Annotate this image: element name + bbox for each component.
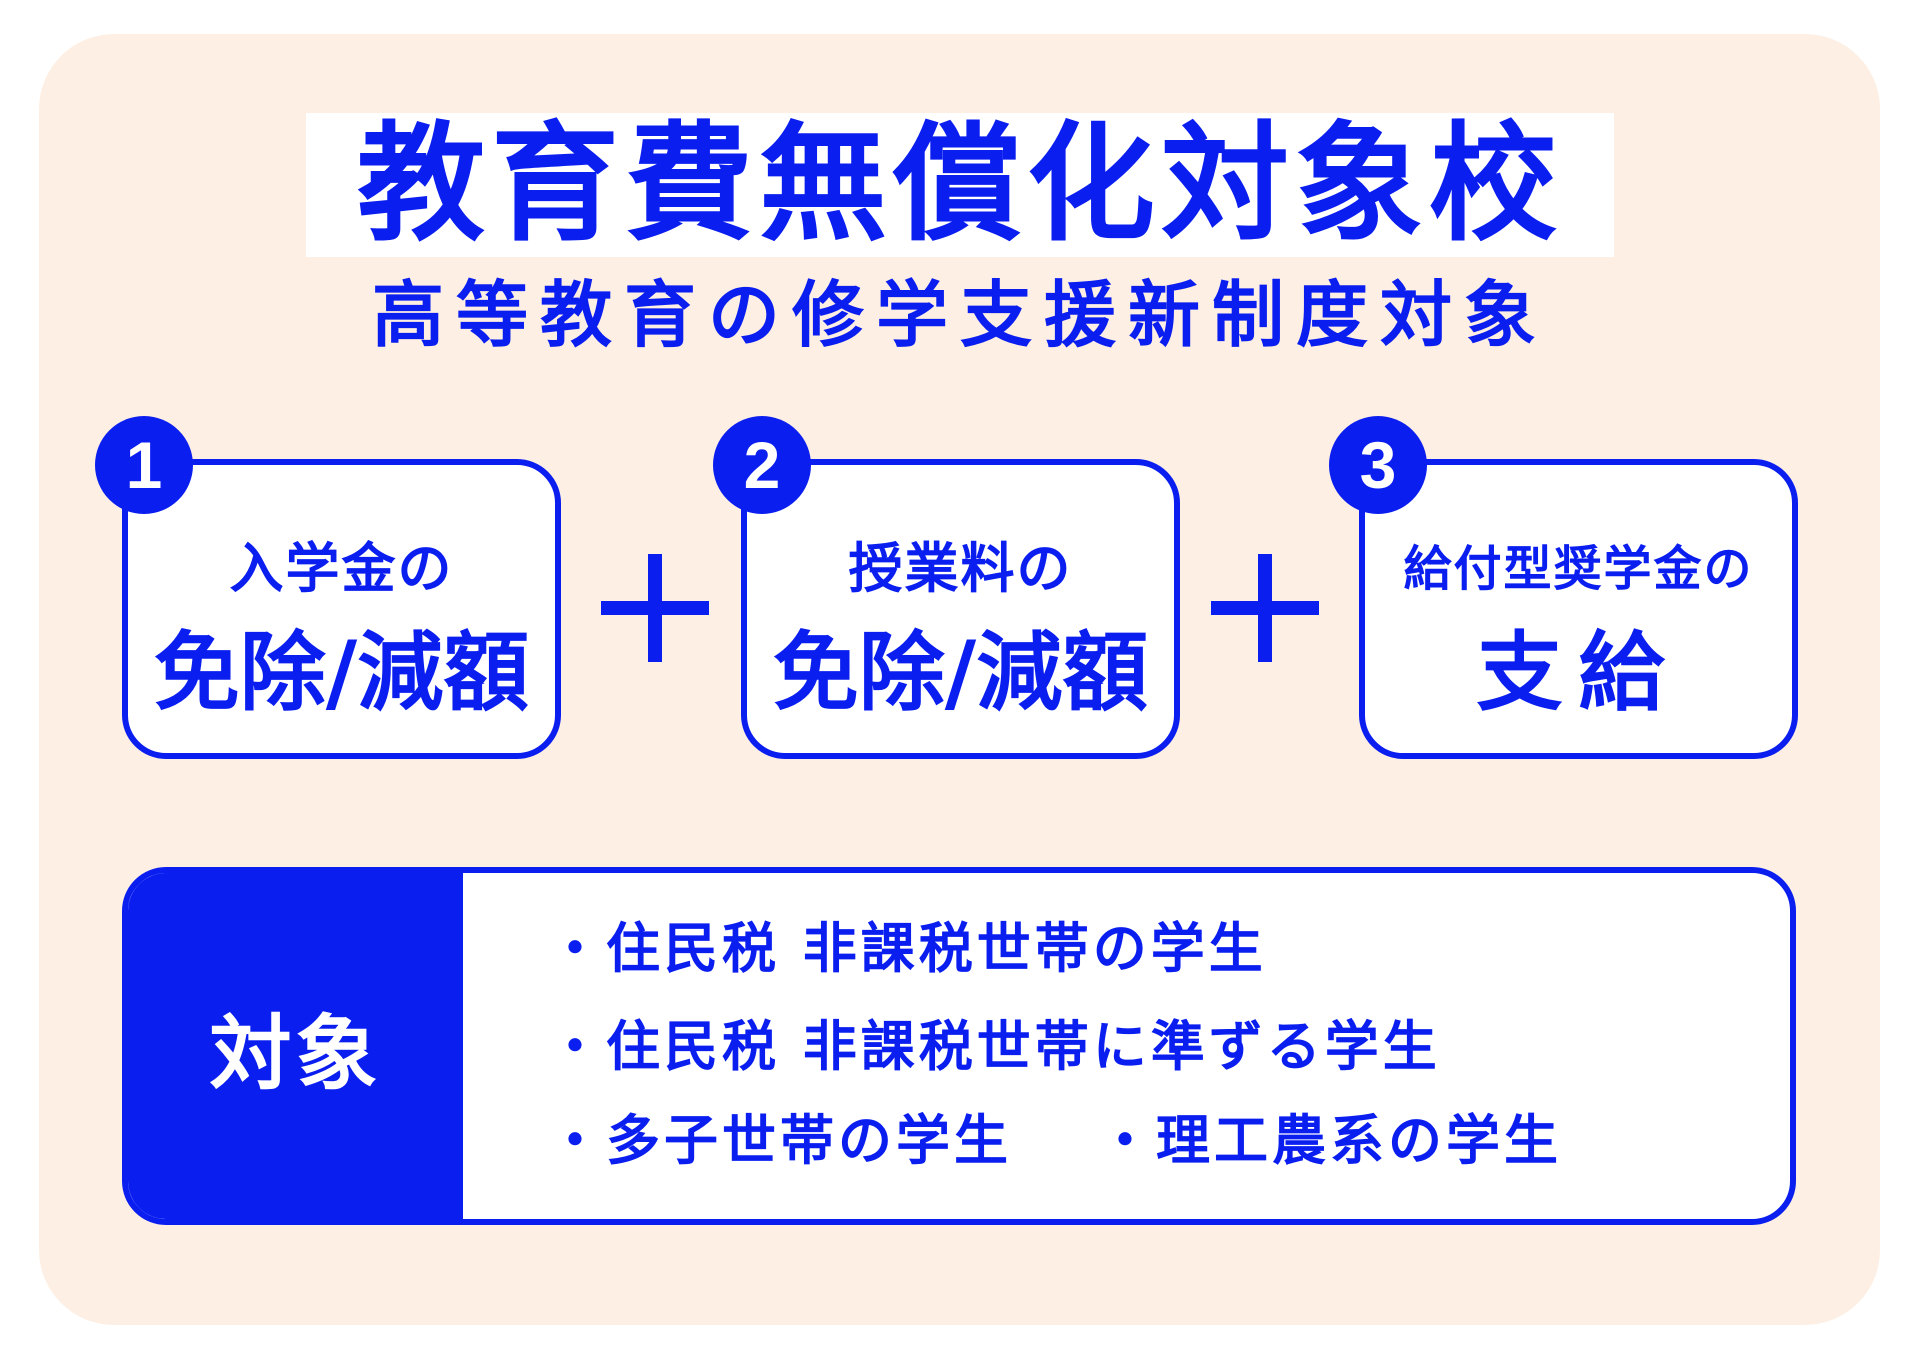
card-scholarship: 給付型奨学金の 支給	[1359, 459, 1798, 759]
card-line1: 給付型奨学金の	[1403, 541, 1754, 597]
number-badge-1: 1	[95, 416, 193, 514]
card-line1: 授業料の	[848, 537, 1073, 600]
plus-icon	[1211, 554, 1319, 662]
plus-icon	[601, 554, 709, 662]
card-line2: 免除/減額	[772, 623, 1149, 723]
eligibility-item: ・住民税 非課税世帯に準ずる学生	[548, 1015, 1441, 1078]
card-admission-fee: 入学金の 免除/減額	[122, 459, 561, 759]
number-badge-3: 3	[1329, 416, 1427, 514]
number-badge-2: 2	[713, 416, 811, 514]
eligibility-item: ・多子世帯の学生	[548, 1109, 1012, 1172]
eligibility-label: 対象	[128, 873, 463, 1219]
eligibility-box: 対象 ・住民税 非課税世帯の学生 ・住民税 非課税世帯に準ずる学生 ・多子世帯の…	[122, 867, 1796, 1225]
eligibility-item: ・住民税 非課税世帯の学生	[548, 917, 1267, 980]
card-line2: 支給	[1476, 623, 1681, 723]
card-line1: 入学金の	[229, 537, 454, 600]
card-tuition: 授業料の 免除/減額	[741, 459, 1180, 759]
eligibility-item: ・理工農系の学生	[1098, 1109, 1562, 1172]
card-line2: 免除/減額	[153, 623, 530, 723]
page-subtitle: 高等教育の修学支援新制度対象	[371, 273, 1548, 357]
page-title: 教育費無償化対象校	[306, 113, 1614, 257]
